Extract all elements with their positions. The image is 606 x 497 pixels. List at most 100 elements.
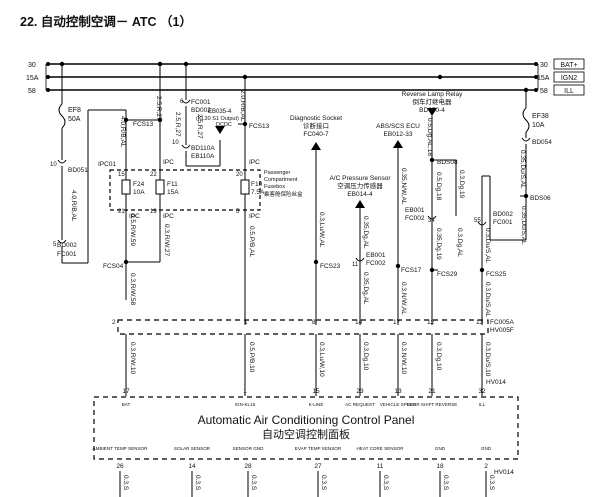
rail-junctions (46, 61, 538, 93)
pin-m: 10 (172, 140, 179, 146)
ac-pressure-label: A/C Pressure Sensor (329, 175, 391, 182)
abs-ecu-connector: EB012-33 (384, 131, 413, 138)
module-output-wires (119, 471, 487, 497)
pin-label-bat: BAT (122, 402, 131, 407)
splice-fcs13-right (242, 121, 248, 127)
wire-label-0-3-rw-10: 0.3,R/W,10 (129, 342, 136, 375)
top-pin-15: 15 (312, 388, 320, 395)
wire-label-0-35-dus-al-a: 0.35,Du/S,AL (519, 150, 526, 189)
splice-fcs23 (313, 259, 319, 265)
page-title: 22. 自动控制空调－ ATC （1） (20, 14, 192, 29)
wire-label-0-5-dg-18: 0.5,Dg,18 (435, 172, 442, 201)
fc002-a: FC002 (366, 260, 386, 267)
rail-num-58: 58 (28, 88, 36, 95)
wire-label-4-0-rb-al-left: 4.0,R/B,AL (70, 190, 77, 222)
connector-bd002-right: BD002 (493, 211, 513, 218)
top-pin-32: 32 (478, 388, 486, 395)
wire-label-2-0-rb-al: 2.0,R/B,AL (239, 90, 246, 122)
splice-fcs29 (429, 267, 435, 273)
reverse-relay-label: Reverse Lamp Relay (402, 91, 463, 98)
rail-tags (553, 58, 585, 96)
wire-label-0-5-rw-59: 0.5,R/W,59 (129, 214, 136, 247)
splice-fcs04 (123, 259, 129, 265)
inline-pin-left: 2 (112, 319, 116, 326)
reverse-relay-wires (431, 116, 457, 325)
wire-label-0-3-rw-58: 0.3,R/W,58 (129, 273, 136, 306)
pin-label-ign: IGN-KL15 (235, 402, 256, 407)
pin-15: 15 (118, 172, 125, 178)
fuse-f11: F11 (167, 181, 178, 188)
fuse-f24: F24 (133, 181, 145, 188)
bottom-pin-18: 18 (436, 463, 444, 470)
splice-fcs17 (395, 263, 401, 269)
f24-supply-wire (125, 64, 161, 230)
ill-branch (481, 90, 531, 325)
diagnostic-socket-cn: 诊断接口 (303, 121, 329, 130)
connector-fc001-right: FC001 (493, 219, 513, 226)
dcdc-branch (181, 64, 221, 167)
ac-pressure-connector: EB014-4 (347, 191, 373, 198)
wire-label-bottom-f: 0.3,S (442, 475, 449, 491)
top-pin-21: 21 (428, 388, 436, 395)
fusebox-label-cn: 乘客舱保险丝盒 (264, 190, 303, 198)
dcdc-output-arrow (215, 126, 225, 134)
inline-pin-1: 1 (244, 319, 248, 326)
diagnostic-socket-label: Diagnostic Socket (290, 115, 342, 122)
splice-fcs29-label: FCS29 (437, 271, 458, 278)
wire-label-2-5-r-27-c: 2.5,R,27 (196, 114, 203, 139)
pin-label-kline: K-LINE (309, 402, 324, 407)
rail-num-30-right: 30 (540, 62, 548, 69)
fuse-f10: F10 (251, 181, 263, 188)
splice-fcs13-b: FCS13 (249, 123, 270, 130)
wire-label-2-5-r-27-a: 2.5,R,27 (155, 96, 162, 121)
abs-ecu-arrow (393, 140, 403, 148)
rail-num-15a-right: 15A (537, 75, 550, 82)
module-title-en: Automatic Air Conditioning Control Panel (198, 413, 415, 427)
pin-label-gear-shift: GEAR SHIFT REVERSE (407, 402, 458, 407)
bottom-pin-26: 26 (116, 463, 124, 470)
reverse-relay-cn: 倒车灯继电器 (413, 97, 453, 106)
connector-bd002-right-shape (477, 221, 487, 226)
fuse-ef38-rating: 10A (532, 122, 545, 129)
connector-bd002: BD002 (191, 107, 211, 114)
splice-fcs04-label: FCS04 (103, 263, 124, 270)
wire-label-bottom-d: 0.3,S (320, 475, 327, 491)
fuse-f24-rating: 10A (133, 189, 145, 196)
connector-fc005a: FC005A (490, 319, 515, 326)
wire-label-2-5-r-27-b: 2.5,R,27 (174, 112, 181, 137)
pin-label-sensor-gnd: SENSOR GND (233, 446, 265, 451)
fuse-ef8: EF8 (68, 107, 81, 114)
kl30-output: (KL30 S1 Output) (196, 116, 239, 122)
pin-55: 55 (474, 218, 481, 224)
inline-pin-17: 17 (393, 319, 401, 326)
splice-bds06-label: BDS06 (530, 195, 551, 202)
left-battery-branch (57, 64, 126, 264)
top-pin-13: 13 (394, 388, 402, 395)
wire-label-0-3-dus-al-a: 0.3,Du/S,AL (484, 228, 491, 263)
eb001-a: EB001 (366, 252, 386, 259)
top-pin-23: 23 (356, 388, 364, 395)
splice-bds06 (523, 193, 529, 199)
pin-label-heat-core: HEAT CORE SENSOR (356, 446, 404, 451)
wire-label-0-5-dg-al-18: 0.5,Dg,AL,18 (426, 118, 433, 156)
pin-6: 6 (180, 99, 184, 105)
wire-label-0-35-dg-19: 0.35,Dg,19 (435, 228, 442, 260)
passenger-fusebox (109, 169, 261, 211)
pin-5: 5 (53, 242, 57, 248)
power-rails (45, 63, 539, 91)
top-pin-17: 17 (122, 388, 130, 395)
wire-label-0-3-dg-10-a: 0.3,Dg,10 (362, 342, 369, 371)
diagnostic-socket-connector: FC040-7 (303, 131, 329, 138)
connector-bd054: BD054 (532, 139, 552, 146)
wire-label-0-3-dg-al: 0.3,Dg,AL (456, 228, 463, 257)
bottom-pin-27: 27 (314, 463, 322, 470)
connector-eb035: EB035-4 (208, 109, 232, 115)
fusebox-label-1: Passenger (264, 170, 290, 176)
connector-fc001-left: FC001 (57, 251, 77, 258)
wire-label-bottom-e: 0.3,S (382, 475, 389, 491)
connector-hv014-bottom: HV014 (494, 469, 514, 476)
reverse-relay-arrow (427, 108, 437, 116)
connector-ipc-d: IPC (163, 213, 174, 220)
splice-fcs25-label: FCS25 (486, 271, 507, 278)
reverse-relay-connector: BD050-4 (419, 107, 445, 114)
